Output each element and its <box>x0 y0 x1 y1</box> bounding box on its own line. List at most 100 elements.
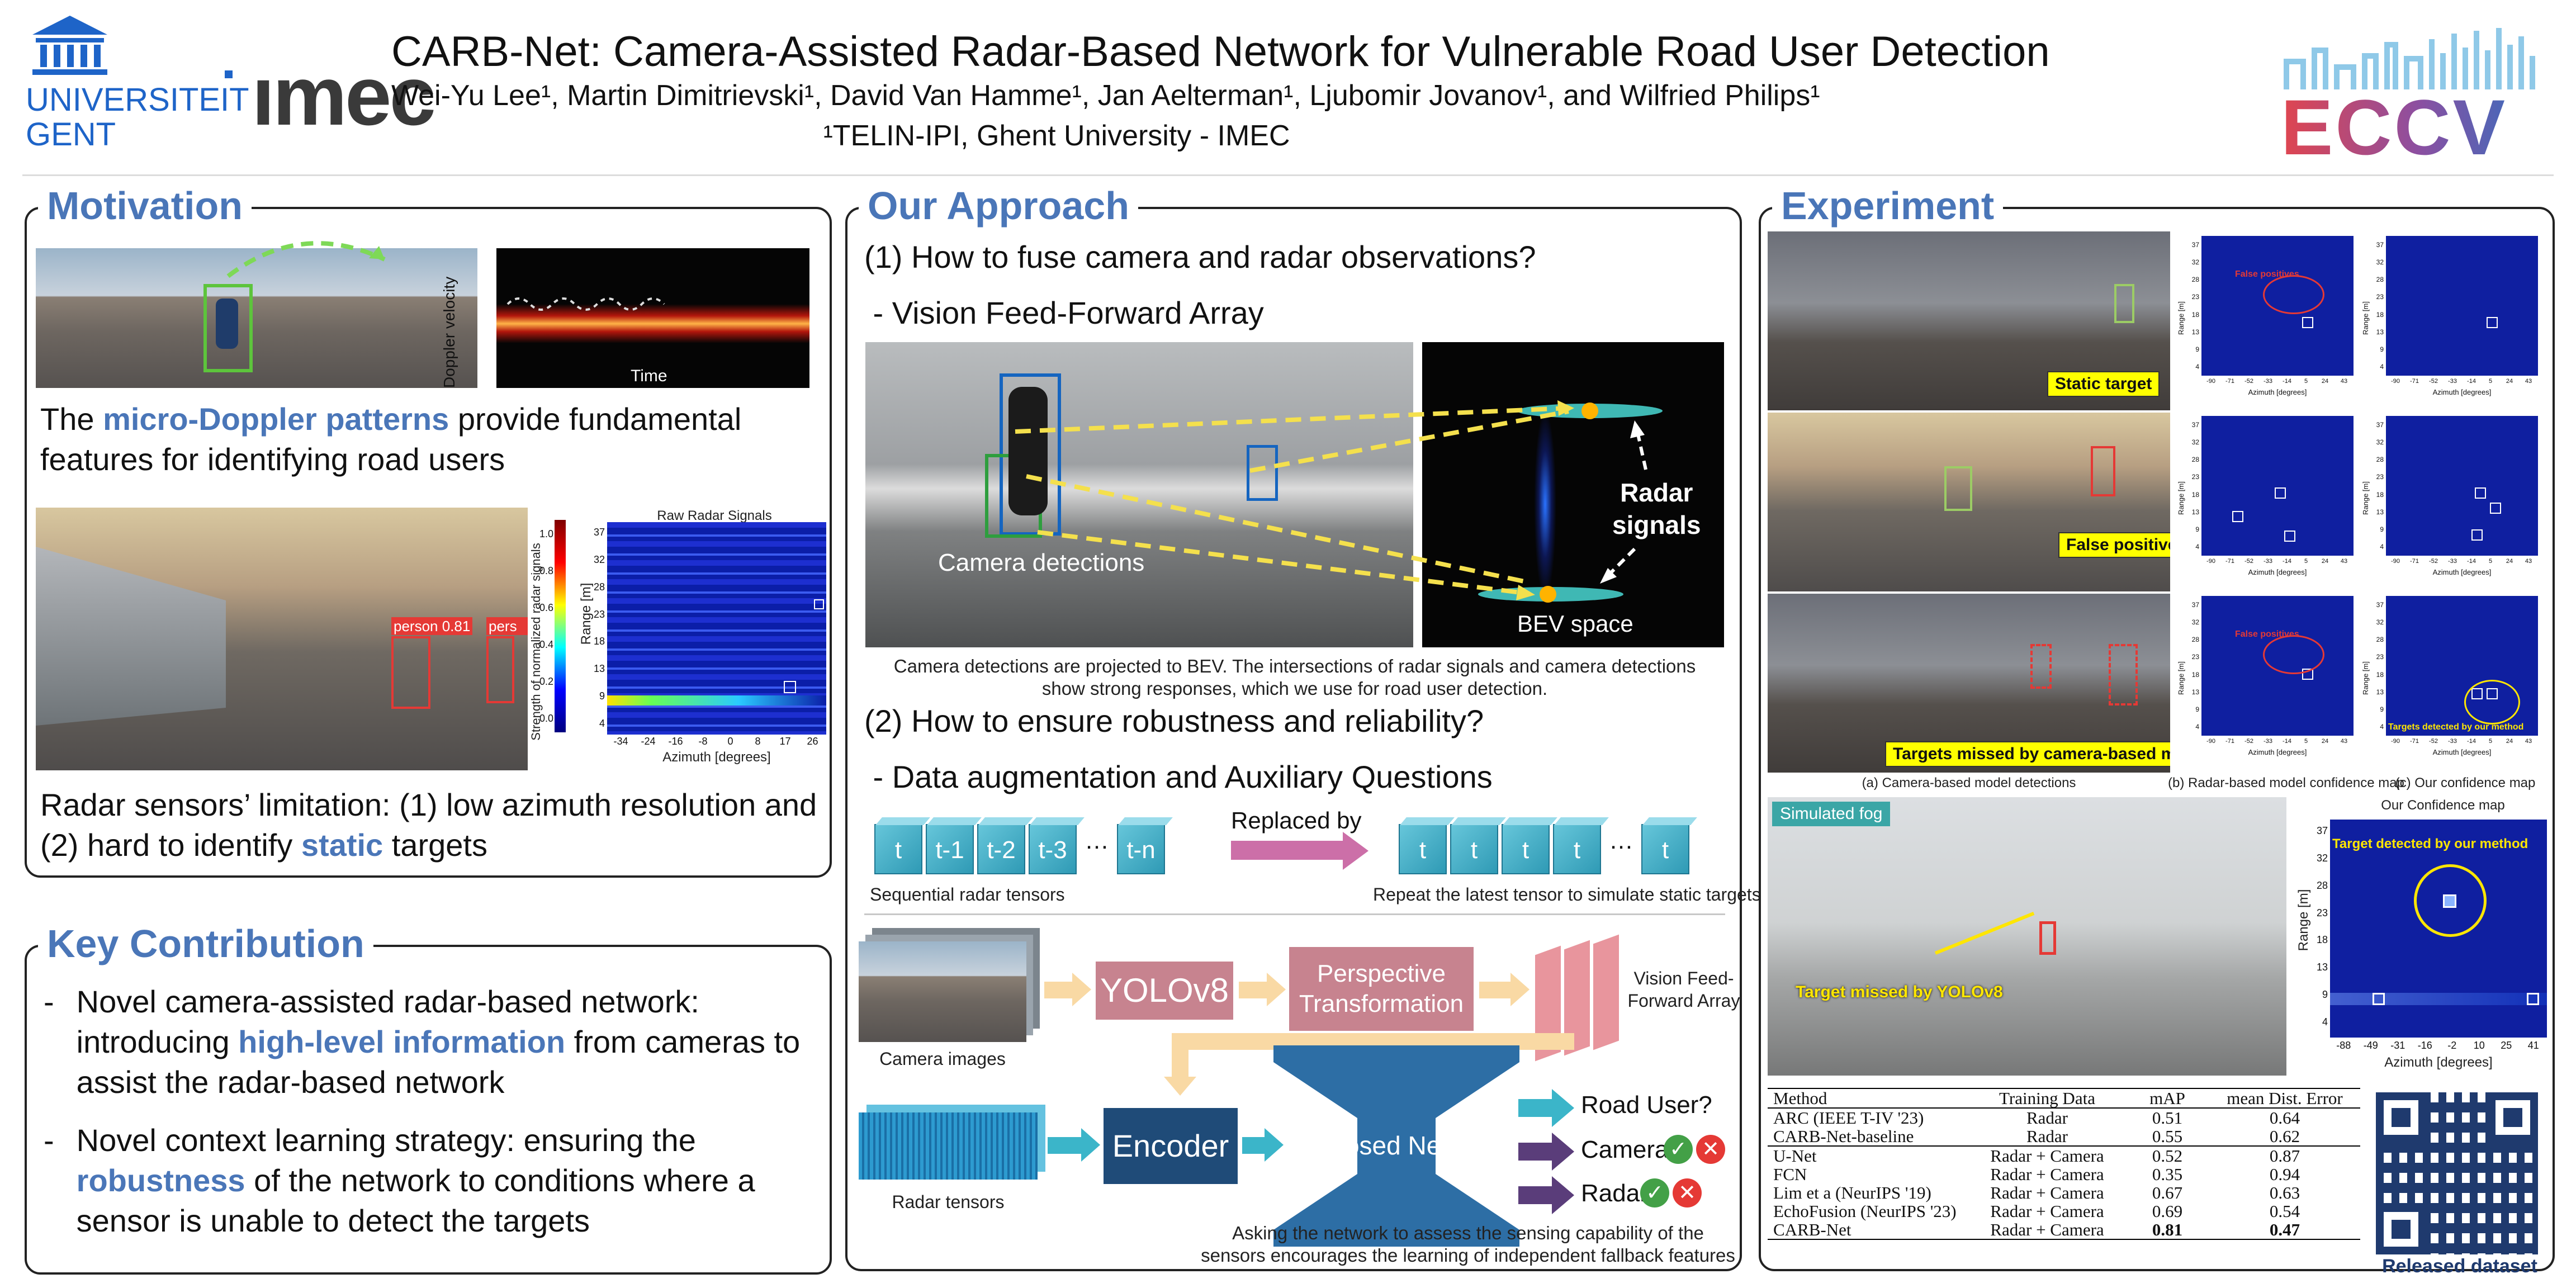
cross-icon: ✕ <box>1673 1178 1702 1208</box>
col-training: Training Data <box>1999 1088 2095 1108</box>
camera-images-label: Camera images <box>879 1049 1006 1069</box>
results-table: Method Training Data mAP mean Dist. Erro… <box>1768 1088 2360 1240</box>
tick-label: -14 <box>2467 378 2476 385</box>
tick-label: 5 <box>2304 378 2308 385</box>
heat-xlabel: Azimuth [degrees] <box>2432 748 2492 756</box>
radar-heatmap <box>607 522 826 735</box>
ellipsis: … <box>1085 827 1109 854</box>
tick-label: 1.0 <box>539 528 553 539</box>
contribution-panel: Key Contribution - Novel camera-assisted… <box>25 921 832 1275</box>
authors: Wei-Yu Lee¹, Martin Dimitrievski¹, David… <box>391 79 1820 112</box>
table-cell: Radar + Camera <box>1990 1220 2104 1239</box>
tick-label: 5 <box>2304 738 2308 745</box>
fog-missed-box <box>2039 921 2056 955</box>
conf-box-3 <box>2527 993 2539 1005</box>
table-cell: Radar + Camera <box>1990 1164 2104 1184</box>
tick-label: 28 <box>2376 276 2384 284</box>
encoder-block: Encoder <box>1104 1108 1238 1184</box>
affiliation: ¹TELIN-IPI, Ghent University - IMEC <box>823 120 1290 152</box>
tensor-cube: t <box>874 824 922 874</box>
tick-label: -90 <box>2391 378 2400 385</box>
tick-label: 9 <box>2195 705 2199 714</box>
doppler-band <box>496 304 809 343</box>
heat-panel <box>2386 416 2538 556</box>
tick-label: 9 <box>2380 525 2384 534</box>
skyline-icon <box>2284 28 2535 89</box>
tick-label: -71 <box>2410 378 2419 385</box>
tick-label: 4 <box>2380 543 2384 551</box>
rep-caption: Repeat the latest tensor to simulate sta… <box>1373 884 1761 905</box>
heat-panel: Targets detected by our method <box>2386 596 2538 736</box>
false-positive-box <box>2091 446 2115 496</box>
table-cell: 0.62 <box>2269 1126 2300 1146</box>
tick-label: 13 <box>2376 688 2384 696</box>
tick-label: -14 <box>2283 378 2291 385</box>
colorbar <box>555 520 566 732</box>
radar-tensors-label: Radar tensors <box>892 1192 1005 1212</box>
released-dataset-label: Released dataset <box>2382 1256 2537 1277</box>
tick-label: 24 <box>2506 738 2513 745</box>
tick-label: 18 <box>2191 670 2199 679</box>
tick-label: 28 <box>2376 456 2384 464</box>
micro-doppler-curve <box>506 297 665 311</box>
table-cell: 0.47 <box>2269 1220 2300 1239</box>
arrow-yolo-persp-head <box>1267 973 1286 1006</box>
out-arrow-road-head <box>1552 1089 1574 1127</box>
tick-label: -14 <box>2467 738 2476 745</box>
replaced-arrow-head <box>1343 832 1368 870</box>
motivation-text2: Radar sensors’ limitation: (1) low azimu… <box>40 785 823 865</box>
tick-label: 37 <box>2191 600 2199 609</box>
university-building-icon <box>32 16 107 75</box>
contribution-item2: - Novel context learning strategy: ensur… <box>44 1123 755 1238</box>
ugent-line2: GENT <box>26 116 116 153</box>
tick-label: 32 <box>2191 438 2199 446</box>
tick-label: 32 <box>2376 618 2384 626</box>
table-header-row: Method Training Data mAP mean Dist. Erro… <box>1768 1088 2360 1108</box>
tick-label: 32 <box>2376 258 2384 266</box>
radar-strong-band <box>607 695 826 705</box>
tick-label: 28 <box>2191 276 2199 284</box>
caption-a: (a) Camera-based model detections <box>1862 775 2076 790</box>
heat-xlabel: Azimuth [degrees] <box>2248 568 2307 576</box>
tick-label: 13 <box>2191 508 2199 516</box>
tick-label: 9 <box>2380 345 2384 354</box>
ugent-line1: UNIVERSITEIT <box>26 82 249 118</box>
contribution-item1: - Novel camera-assisted radar-based netw… <box>44 984 801 1100</box>
output-camera: Camera <box>1581 1136 1669 1163</box>
doppler-spectrogram: Time <box>496 248 809 388</box>
tick-label: 0 <box>727 736 733 747</box>
pedestrian-blue-box <box>1247 445 1278 501</box>
tick-label: 4 <box>2380 363 2384 371</box>
tick-label: 23 <box>2316 907 2328 918</box>
conf-detected-circle <box>2414 864 2487 937</box>
tick-label: 10 <box>2473 1040 2485 1051</box>
tick-label: 43 <box>2340 738 2348 745</box>
tick-label: -33 <box>2264 558 2272 565</box>
table-cell: 0.67 <box>2152 1183 2183 1202</box>
heat-ylabel: Range [m] <box>2361 481 2370 515</box>
cyclist-photo <box>36 248 477 388</box>
tensor-cube: t <box>1450 824 1498 874</box>
motivation-panel: Motivation Doppler velocity Time The mic… <box>25 183 832 878</box>
tick-label: -90 <box>2391 738 2400 745</box>
arrow-vffa-encoder-v <box>1172 1033 1188 1078</box>
tick-label: 26 <box>807 736 818 747</box>
tick-label: 23 <box>2191 293 2199 301</box>
arrow-yolo-persp <box>1239 982 1267 998</box>
tick-label: -16 <box>668 736 683 747</box>
camera-detections-label: Camera detections <box>938 549 1145 576</box>
target-box <box>2474 487 2486 499</box>
tick-label: 4 <box>2195 363 2199 371</box>
heat-panel <box>2201 416 2354 556</box>
tick-label: -34 <box>613 736 628 747</box>
